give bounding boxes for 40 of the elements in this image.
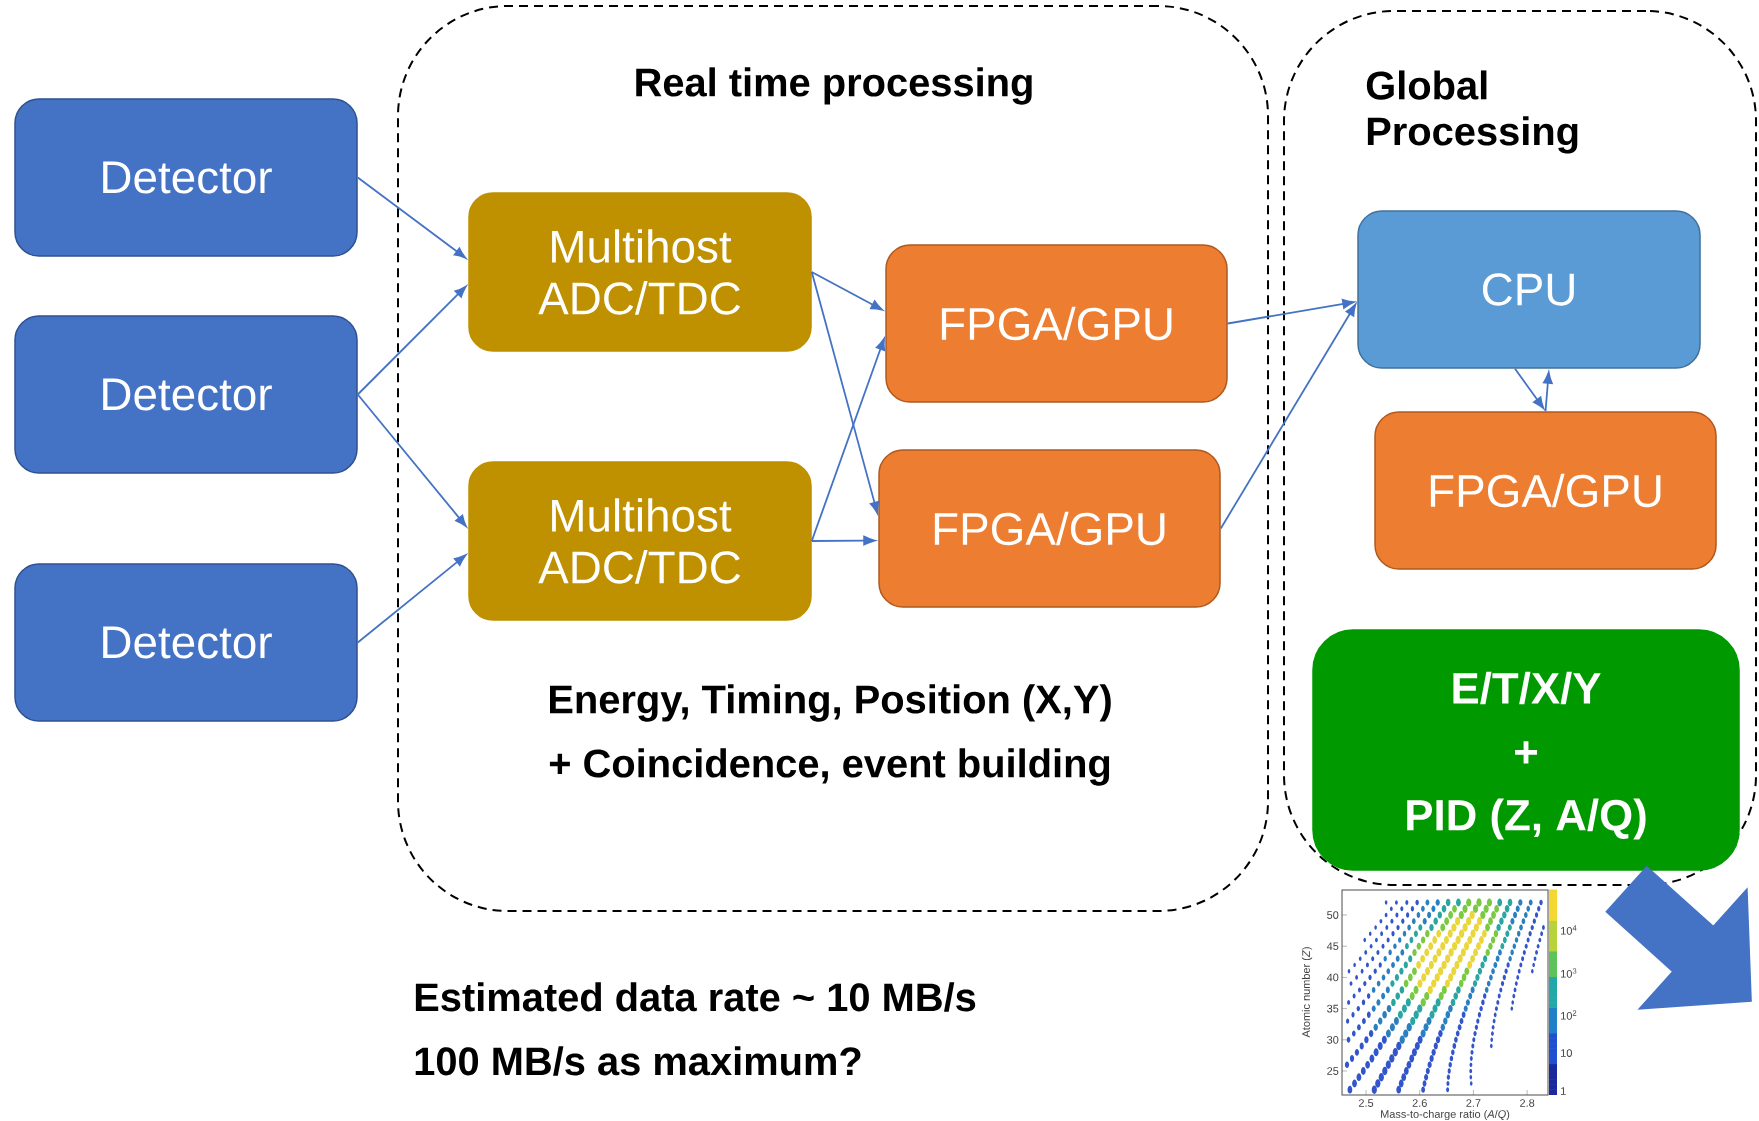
arrow [356,393,467,527]
note-text: Estimated data rate ~ 10 MB/s [415,982,976,1012]
axis-label: Mass-to-charge ratio (A/Q) [1381,1109,1510,1121]
arrow [810,338,886,542]
tick-label: 2.7 [1466,1099,1481,1107]
tick-label: 45 [1326,942,1339,950]
arrow [1226,299,1355,325]
arrow [356,554,467,644]
tick-label: 10$^{4}$ [1561,925,1577,935]
arrow [1219,303,1357,530]
detector-box: Detector [14,315,358,474]
result-box: E/T/X/Y + PID (Z, A/Q) [1312,629,1740,871]
tick-label: 30 [1327,1035,1339,1044]
arrow [1543,371,1553,413]
arrow [810,271,880,514]
note-text: 100 MB/s as maximum? [415,1046,861,1076]
arrow [810,535,876,546]
arrow [1514,367,1545,410]
tick-label: 50 [1327,911,1339,919]
tick-label: 1 [1561,1087,1566,1095]
cpu-box: CPU [1357,210,1701,369]
tick-label: 2.5 [1358,1099,1374,1107]
tick-label: 25 [1327,1067,1339,1075]
fpga-box: FPGA/GPU [878,449,1221,608]
arrow [356,176,467,259]
fpga-box: FPGA/GPU [885,244,1228,403]
tick-label: 10$^{3}$ [1561,968,1577,978]
adc-box: Multihost ADC/TDC [468,461,812,621]
tick-label: 2.6 [1412,1099,1427,1107]
tick-label: 10 [1561,1049,1572,1057]
detector-box: Detector [14,563,358,722]
arrow [810,271,883,311]
arrow [356,285,467,396]
detector-box: Detector [14,98,358,257]
fpga-box: FPGA/GPU [1374,411,1717,570]
tick-label: 10$^{2}$ [1561,1010,1577,1020]
tick-label: 40 [1326,973,1339,982]
tick-label: 35 [1327,1004,1339,1013]
tick-label: 2.8 [1520,1099,1535,1107]
adc-box: Multihost ADC/TDC [468,192,812,352]
